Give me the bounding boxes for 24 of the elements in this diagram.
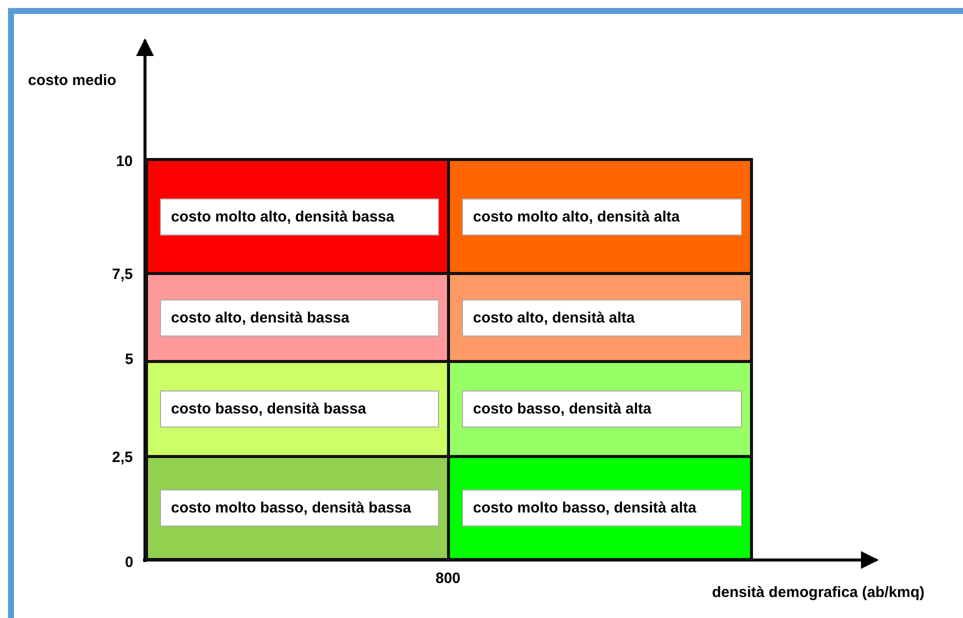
cell-label: costo alto, densità alta [462, 299, 742, 336]
axis-tick-label: 10 [116, 153, 133, 170]
grid-cell [145, 158, 450, 275]
grid-cell [447, 158, 753, 275]
axis-tick-label: 2,5 [112, 449, 133, 466]
cell-label: costo basso, densità bassa [160, 390, 439, 428]
cell-label: costo molto basso, densità alta [462, 490, 742, 526]
axis-tick-label: 5 [125, 351, 134, 368]
axis-tick-label: 7,5 [112, 266, 133, 283]
cell-label: costo basso, densità alta [462, 390, 742, 428]
cell-label: costo molto basso, densità bassa [160, 490, 439, 526]
axis-title: costo medio [28, 72, 116, 89]
cell-label: costo molto alto, densità bassa [160, 198, 439, 235]
grid-cell [145, 360, 450, 458]
axis-title: densità demografica (ab/kmq) [712, 584, 925, 601]
axis-tick-label: 800 [436, 570, 461, 587]
axis-tick-label: 0 [125, 554, 134, 571]
cell-label: costo molto alto, densità alta [462, 198, 742, 235]
grid-cell [447, 455, 753, 561]
grid-cell [447, 272, 753, 363]
cell-label: costo alto, densità bassa [160, 299, 439, 336]
grid-cell [145, 272, 450, 363]
grid-cell [145, 455, 450, 561]
grid-cell [447, 360, 753, 458]
